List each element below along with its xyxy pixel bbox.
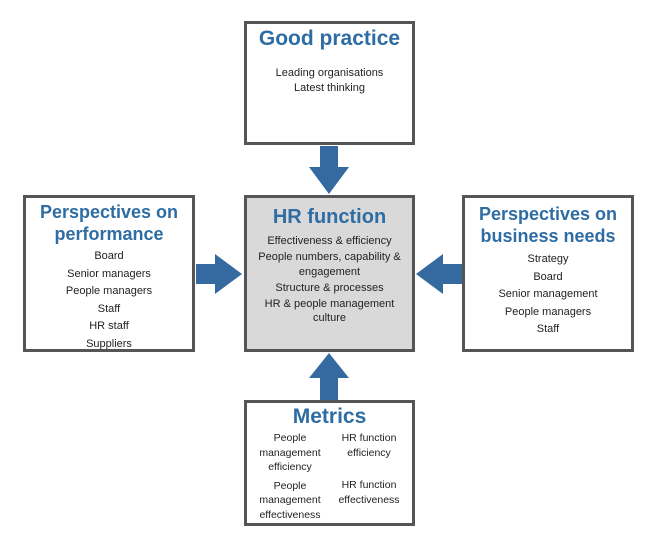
good-practice-list: Leading organisations Latest thinking — [247, 66, 412, 96]
metrics-right-list: HR function efficiency HR function effec… — [330, 431, 408, 507]
business-needs-item: Staff — [536, 323, 560, 335]
hr-function-title: HR function — [272, 206, 387, 228]
metrics-item: HR function effectiveness — [338, 479, 400, 506]
metrics-title: Metrics — [292, 405, 367, 428]
metrics-box: Metrics People management efficiency Peo… — [244, 400, 415, 526]
arrow-up-icon — [309, 353, 349, 400]
metrics-item: HR function efficiency — [341, 432, 397, 459]
performance-item: People managers — [65, 285, 153, 297]
arrow-right-icon — [196, 254, 243, 294]
hr-function-item: Effectiveness & efficiency — [267, 235, 392, 247]
metrics-left-column: People management efficiency People mana… — [251, 431, 329, 522]
business-needs-item: Senior management — [498, 288, 598, 300]
arrow-left-icon — [415, 254, 462, 294]
hr-function-item: People numbers, capability & engagement — [258, 251, 401, 278]
good-practice-item: Latest thinking — [294, 82, 365, 94]
business-needs-list: Strategy Board Senior management People … — [465, 251, 631, 339]
performance-list: Board Senior managers People managers St… — [26, 248, 192, 353]
metrics-columns: People management efficiency People mana… — [247, 428, 412, 522]
hr-function-box: HR function Effectiveness & efficiency P… — [244, 195, 415, 352]
performance-box: Perspectives on performance Board Senior… — [23, 195, 195, 352]
business-needs-item: People managers — [504, 305, 592, 318]
performance-item: HR staff — [89, 320, 129, 332]
performance-item: Board — [94, 250, 124, 262]
hr-function-item: HR & people management culture — [264, 297, 395, 325]
metrics-left-list: People management efficiency People mana… — [251, 431, 329, 522]
metrics-item: People management effectiveness — [259, 479, 321, 521]
business-needs-item: Strategy — [527, 253, 569, 265]
performance-item: Staff — [97, 302, 121, 315]
business-needs-box: Perspectives on business needs Strategy … — [462, 195, 634, 352]
hr-function-item: Structure & processes — [275, 281, 384, 294]
hr-function-list: Effectiveness & efficiency People number… — [247, 234, 412, 326]
performance-item: Suppliers — [86, 337, 132, 350]
good-practice-title: Good practice — [258, 27, 401, 50]
good-practice-item: Leading organisations — [275, 67, 384, 79]
business-needs-item: Board — [533, 270, 563, 283]
performance-item: Senior managers — [67, 267, 151, 280]
good-practice-box: Good practice Leading organisations Late… — [244, 21, 415, 145]
metrics-right-column: HR function efficiency HR function effec… — [330, 431, 408, 522]
metrics-item: People management efficiency — [259, 432, 321, 473]
business-needs-title: Perspectives on business needs — [478, 204, 618, 246]
performance-title: Perspectives on performance — [39, 202, 179, 244]
arrow-down-icon — [309, 146, 349, 195]
